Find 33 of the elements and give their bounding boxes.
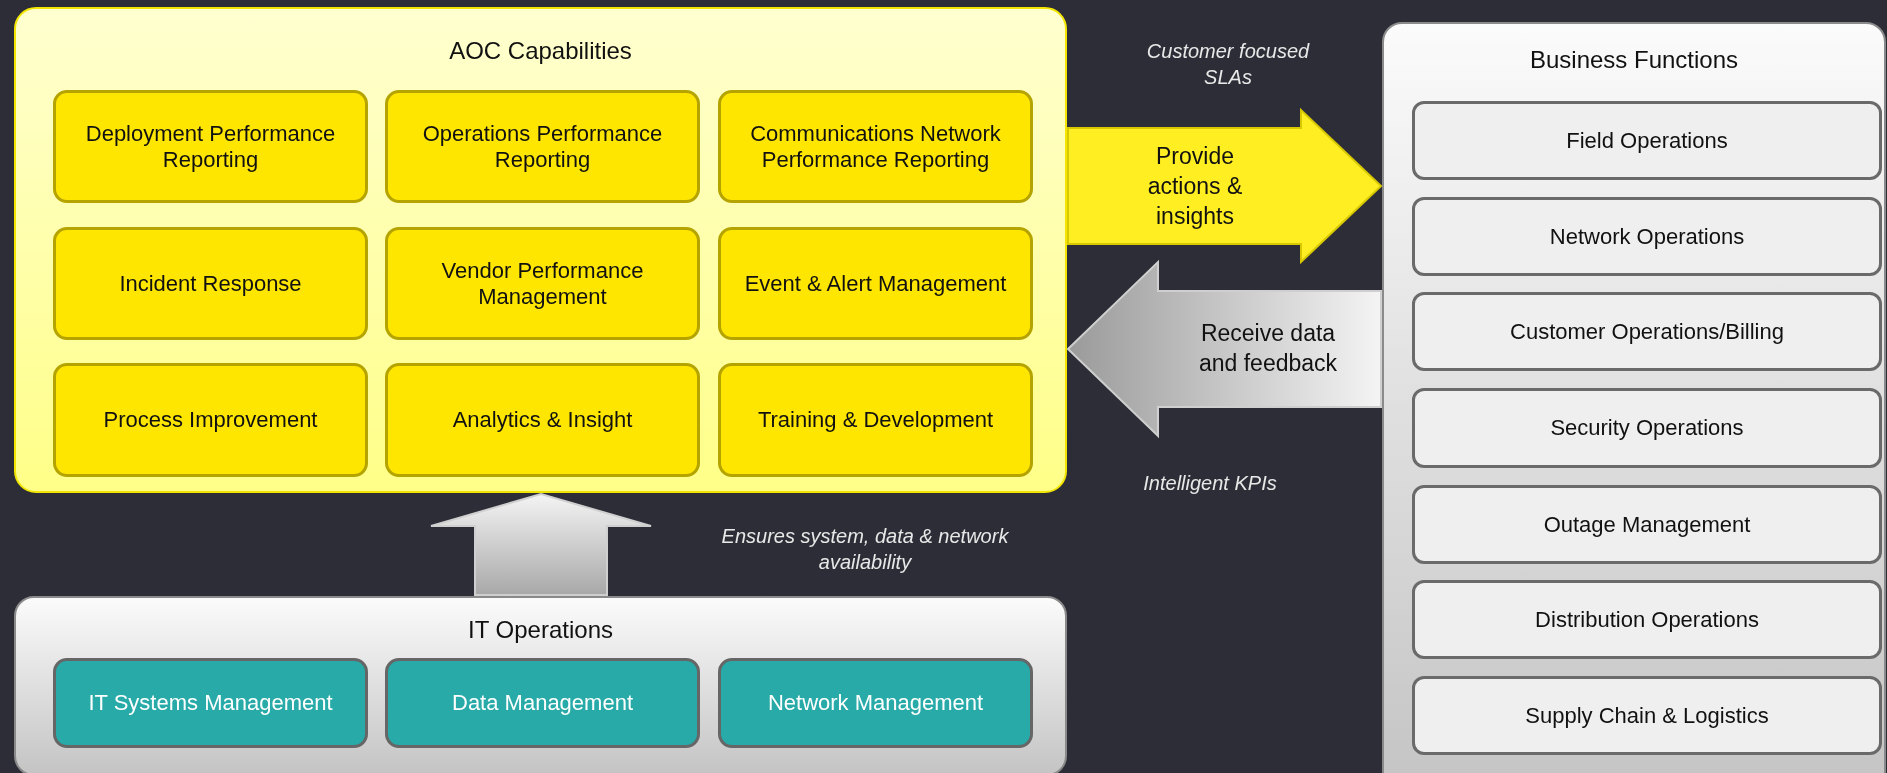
panel-title: Business Functions <box>1529 46 1739 74</box>
block-arrow <box>1067 107 1383 265</box>
note-text: Intelligent KPIs <box>1142 471 1278 496</box>
capability-box: Operations Performance Reporting <box>385 90 700 203</box>
panel-title: AOC Capabilities <box>449 37 632 65</box>
function-box: Network Operations <box>1412 197 1882 276</box>
function-box: Supply Chain & Logistics <box>1412 676 1882 755</box>
capability-box: Communications Network Performance Reporting <box>718 90 1033 203</box>
capability-box: Event & Alert Management <box>718 227 1033 340</box>
system-box: IT Systems Management <box>53 658 368 748</box>
note-text: Ensures system, data & network availability <box>720 524 1010 575</box>
function-box: Security Operations <box>1412 388 1882 468</box>
capability-box: Vendor Performance Management <box>385 227 700 340</box>
function-box: Distribution Operations <box>1412 580 1882 659</box>
capability-box: Process Improvement <box>53 363 368 477</box>
capability-box: Training & Development <box>718 363 1033 477</box>
note-text: Customer focused SLAs <box>1145 39 1311 90</box>
capability-box: Incident Response <box>53 227 368 340</box>
group-panel <box>1382 22 1886 773</box>
system-box: Data Management <box>385 658 700 748</box>
block-arrow <box>430 492 652 596</box>
system-box: Network Management <box>718 658 1033 748</box>
edge-label: Provide actions & insights <box>1146 142 1244 231</box>
group-panel <box>14 7 1067 493</box>
function-box: Outage Management <box>1412 485 1882 564</box>
block-arrow <box>1066 259 1382 439</box>
capability-box: Deployment Performance Reporting <box>53 90 368 203</box>
group-panel <box>14 596 1067 773</box>
panel-title: IT Operations <box>468 616 613 644</box>
capability-box: Analytics & Insight <box>385 363 700 477</box>
edge-label: Receive data and feedback <box>1197 319 1339 378</box>
function-box: Customer Operations/Billing <box>1412 292 1882 371</box>
function-box: Field Operations <box>1412 101 1882 180</box>
